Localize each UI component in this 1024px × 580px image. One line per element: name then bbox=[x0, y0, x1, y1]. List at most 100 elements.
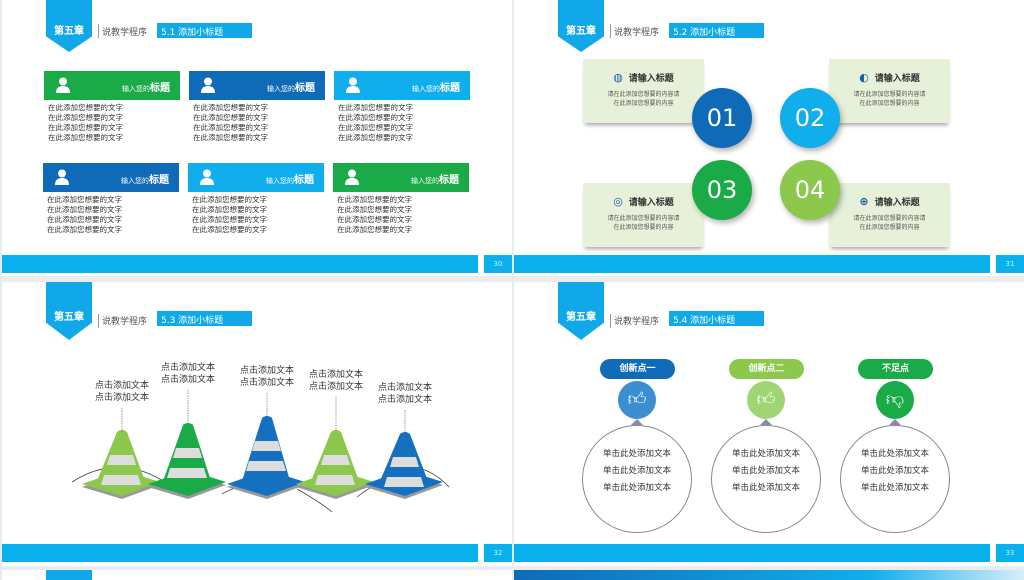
card-text-line: 在此添加您想要的文字 bbox=[338, 113, 413, 122]
circle-text-line: 单击此处添加文本 bbox=[860, 483, 929, 493]
box-desc: 请在此添加您想要的内容请 bbox=[853, 91, 926, 98]
info-box[interactable]: ⊕请输入标题 请在此添加您想要的内容请在此添加您想要的内容 bbox=[829, 183, 950, 247]
circle-text-line: 单击此处添加文本 bbox=[731, 449, 800, 459]
cone-label-line: 点击添加文本 bbox=[377, 383, 432, 393]
user-icon bbox=[200, 169, 214, 185]
box-title: 请输入标题 bbox=[874, 198, 920, 208]
card-title-prefix: 输入您的 bbox=[267, 85, 295, 93]
card-header: 输入您的标题 bbox=[333, 163, 469, 192]
cone-label-line: 点击添加文本 bbox=[94, 381, 149, 391]
section-title: 5.4 添加小标题 bbox=[669, 311, 764, 326]
card-text-line: 在此添加您想要的文字 bbox=[192, 225, 267, 234]
slide-subtitle: 说教学程序 bbox=[102, 317, 148, 327]
card-text-line: 在此添加您想要的文字 bbox=[47, 195, 122, 204]
card-title-prefix: 输入您的 bbox=[266, 177, 294, 185]
divider bbox=[98, 24, 99, 38]
cone-label[interactable]: 点击添加文本点击添加文本 bbox=[87, 380, 157, 404]
box-desc: 请在此添加您想要的内容请 bbox=[607, 215, 680, 222]
chapter-badge: 第五章 bbox=[46, 0, 92, 52]
circle-text-line: 单击此处添加文本 bbox=[731, 483, 800, 493]
user-icon bbox=[346, 77, 360, 93]
page-number: 31 bbox=[996, 255, 1024, 273]
footer-bar bbox=[514, 255, 990, 273]
card-text-line: 在此添加您想要的文字 bbox=[193, 113, 268, 122]
traffic-cone bbox=[82, 408, 160, 499]
slide-subtitle: 说教学程序 bbox=[614, 317, 660, 327]
text-circle[interactable]: 单击此处添加文本单击此处添加文本单击此处添加文本 bbox=[840, 425, 950, 533]
slide-35-partial[interactable] bbox=[514, 570, 1024, 580]
title-card[interactable]: 输入您的标题 在此添加您想要的文字在此添加您想要的文字在此添加您想要的文字在此添… bbox=[44, 71, 180, 146]
user-icon bbox=[56, 77, 70, 93]
card-header: 输入您的标题 bbox=[188, 163, 324, 192]
card-text-line: 在此添加您想要的文字 bbox=[48, 123, 123, 132]
user-icon bbox=[201, 77, 215, 93]
traffic-cone bbox=[227, 393, 305, 499]
divider bbox=[610, 24, 611, 38]
circle-text-line: 单击此处添加文本 bbox=[602, 483, 671, 493]
title-card[interactable]: 输入您的标题 在此添加您想要的文字在此添加您想要的文字在此添加您想要的文字在此添… bbox=[333, 163, 469, 238]
thumbs-up-icon: 👍︎ bbox=[747, 381, 785, 419]
card-title: 标题 bbox=[149, 175, 169, 186]
card-text-line: 在此添加您想要的文字 bbox=[48, 133, 123, 142]
info-box[interactable]: ◐请输入标题 请在此添加您想要的内容请在此添加您想要的内容 bbox=[829, 59, 950, 123]
globe-icon: ◍ bbox=[613, 71, 623, 84]
card-title-prefix: 输入您的 bbox=[411, 177, 439, 185]
cone-label[interactable]: 点击添加文本点击添加文本 bbox=[232, 365, 302, 389]
card-text-line: 在此添加您想要的文字 bbox=[337, 225, 412, 234]
card-title-prefix: 输入您的 bbox=[122, 85, 150, 93]
slide-34-partial[interactable] bbox=[2, 570, 512, 580]
cone-label[interactable]: 点击添加文本点击添加文本 bbox=[301, 369, 371, 393]
card-text-line: 在此添加您想要的文字 bbox=[192, 205, 267, 214]
title-card[interactable]: 输入您的标题 在此添加您想要的文字在此添加您想要的文字在此添加您想要的文字在此添… bbox=[189, 71, 325, 146]
point-label: 创新点一 bbox=[600, 359, 675, 379]
card-title: 标题 bbox=[150, 83, 170, 94]
slide-33[interactable]: 第五章 说教学程序 5.4 添加小标题 创新点一 👍︎ 单击此处添加文本单击此处… bbox=[514, 282, 1024, 566]
box-desc: 请在此添加您想要的内容请 bbox=[853, 215, 926, 222]
info-box[interactable]: ◎请输入标题 请在此添加您想要的内容请在此添加您想要的内容 bbox=[583, 183, 704, 247]
cone-label-line: 点击添加文本 bbox=[94, 393, 149, 403]
card-header: 输入您的标题 bbox=[44, 71, 180, 100]
slide-31[interactable]: 第五章 说教学程序 5.2 添加小标题 ◍请输入标题 请在此添加您想要的内容请在… bbox=[514, 0, 1024, 276]
section-title: 5.2 添加小标题 bbox=[669, 23, 764, 38]
chapter-badge: 第五章 bbox=[558, 282, 604, 340]
title-card[interactable]: 输入您的标题 在此添加您想要的文字在此添加您想要的文字在此添加您想要的文字在此添… bbox=[43, 163, 179, 238]
card-title-prefix: 输入您的 bbox=[121, 177, 149, 185]
box-desc: 在此添加您想要的内容 bbox=[613, 100, 674, 107]
section-title: 5.3 添加小标题 bbox=[157, 311, 252, 326]
page-number: 33 bbox=[996, 544, 1024, 562]
divider bbox=[610, 314, 611, 328]
card-title: 标题 bbox=[440, 83, 460, 94]
card-text-line: 在此添加您想要的文字 bbox=[337, 205, 412, 214]
thumbs-down-icon: 👎︎ bbox=[876, 381, 914, 419]
text-circle[interactable]: 单击此处添加文本单击此处添加文本单击此处添加文本 bbox=[711, 425, 821, 533]
slide-32[interactable]: 第五章 说教学程序 5.3 添加小标题 点击添加文本点击添加文本点击添加文本点击… bbox=[2, 282, 512, 566]
earth-icon: ◐ bbox=[859, 71, 869, 84]
cone-label-line: 点击添加文本 bbox=[239, 366, 294, 376]
card-header: 输入您的标题 bbox=[43, 163, 179, 192]
pointer-triangle bbox=[631, 419, 643, 425]
footer-bar bbox=[514, 544, 990, 562]
card-header: 输入您的标题 bbox=[334, 71, 470, 100]
box-desc: 在此添加您想要的内容 bbox=[859, 100, 920, 107]
slide-30[interactable]: 第五章 说教学程序 5.1 添加小标题 输入您的标题 在此添加您想要的文字在此添… bbox=[2, 0, 512, 276]
title-card[interactable]: 输入您的标题 在此添加您想要的文字在此添加您想要的文字在此添加您想要的文字在此添… bbox=[334, 71, 470, 146]
box-desc: 请在此添加您想要的内容请 bbox=[607, 91, 680, 98]
card-text-line: 在此添加您想要的文字 bbox=[48, 113, 123, 122]
footer-bar bbox=[2, 544, 478, 562]
card-text-line: 在此添加您想要的文字 bbox=[47, 225, 122, 234]
cone-label[interactable]: 点击添加文本点击添加文本 bbox=[153, 362, 223, 386]
point-label: 创新点二 bbox=[729, 359, 804, 379]
card-text-line: 在此添加您想要的文字 bbox=[192, 195, 267, 204]
cone-label-line: 点击添加文本 bbox=[160, 363, 215, 373]
thumbs-up-icon: 👍︎ bbox=[618, 381, 656, 419]
cones-graphic bbox=[71, 390, 450, 513]
pointer-triangle bbox=[889, 419, 901, 425]
info-box[interactable]: ◍请输入标题 请在此添加您想要的内容请在此添加您想要的内容 bbox=[583, 59, 704, 123]
card-text-line: 在此添加您想要的文字 bbox=[192, 215, 267, 224]
title-card[interactable]: 输入您的标题 在此添加您想要的文字在此添加您想要的文字在此添加您想要的文字在此添… bbox=[188, 163, 324, 238]
slide-subtitle: 说教学程序 bbox=[614, 28, 660, 38]
circle-text-line: 单击此处添加文本 bbox=[860, 449, 929, 459]
cone-label-line: 点击添加文本 bbox=[239, 378, 294, 388]
cone-label[interactable]: 点击添加文本点击添加文本 bbox=[370, 382, 440, 406]
text-circle[interactable]: 单击此处添加文本单击此处添加文本单击此处添加文本 bbox=[582, 425, 692, 533]
